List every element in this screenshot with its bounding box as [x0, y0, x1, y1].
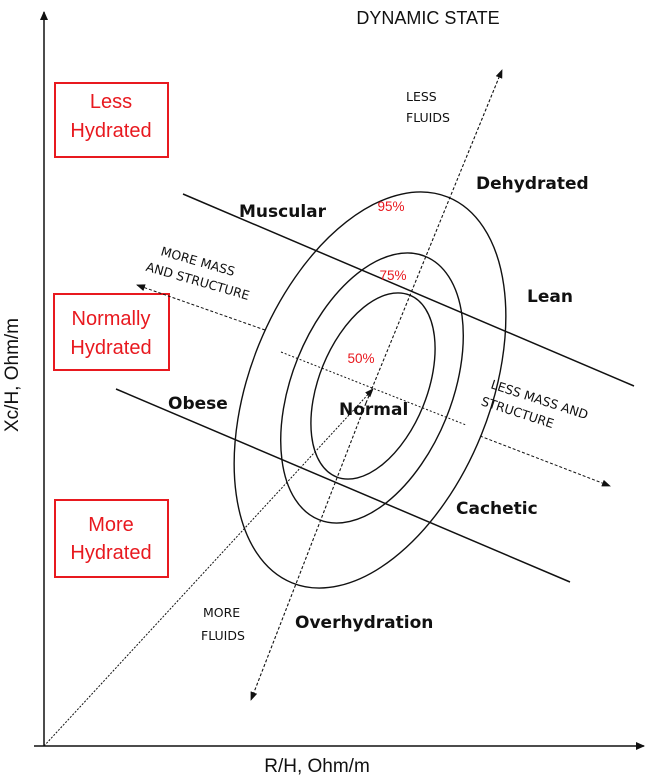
hydration-label-line2: Hydrated [70, 120, 151, 142]
ellipse-95 [233, 191, 507, 589]
hydration-box-more: More Hydrated [54, 499, 169, 578]
ellipse-50 [310, 292, 436, 480]
y-axis-label: Xc/H, Ohm/m [2, 318, 23, 432]
less-fluids-line1: LESS [406, 89, 437, 104]
more-fluids-line2: FLUIDS [201, 628, 245, 643]
diagram-title: DYNAMIC STATE [356, 8, 499, 28]
region-lean: Lean [527, 287, 573, 307]
less-mass-arrow [479, 435, 611, 487]
hydration-box-less: Less Hydrated [54, 82, 169, 158]
region-muscular: Muscular [239, 202, 327, 222]
hydration-label-line1: More [88, 514, 134, 536]
long-axis-lower [250, 402, 367, 701]
percent-label-95: 95% [377, 199, 404, 214]
upper-boundary-line [182, 193, 635, 387]
impedance-vector [43, 388, 374, 747]
percent-label-75: 75% [379, 268, 406, 283]
hydration-label-line1: Normally [72, 308, 151, 330]
x-axis-label: R/H, Ohm/m [264, 756, 370, 777]
more-fluids-line1: MORE [203, 605, 240, 620]
minor-axis-line [280, 351, 467, 426]
region-normal: Normal [339, 400, 408, 420]
hydration-label-line1: Less [90, 91, 132, 113]
hydration-label-line2: Hydrated [70, 542, 151, 564]
region-dehydrated: Dehydrated [476, 174, 589, 194]
region-overhydration: Overhydration [295, 613, 433, 633]
hydration-label-line2: Hydrated [70, 337, 151, 359]
region-obese: Obese [168, 394, 228, 414]
more-mass-arrow [136, 284, 266, 331]
less-fluids-line2: FLUIDS [406, 110, 450, 125]
percent-label-50: 50% [347, 351, 374, 366]
less-mass-label: LESS MASS AND STRUCTURE [479, 377, 590, 431]
hydration-box-normal: Normally Hydrated [53, 293, 170, 371]
lower-boundary-line [115, 388, 571, 583]
region-cachetic: Cachetic [456, 499, 538, 519]
ellipse-75 [280, 252, 464, 524]
